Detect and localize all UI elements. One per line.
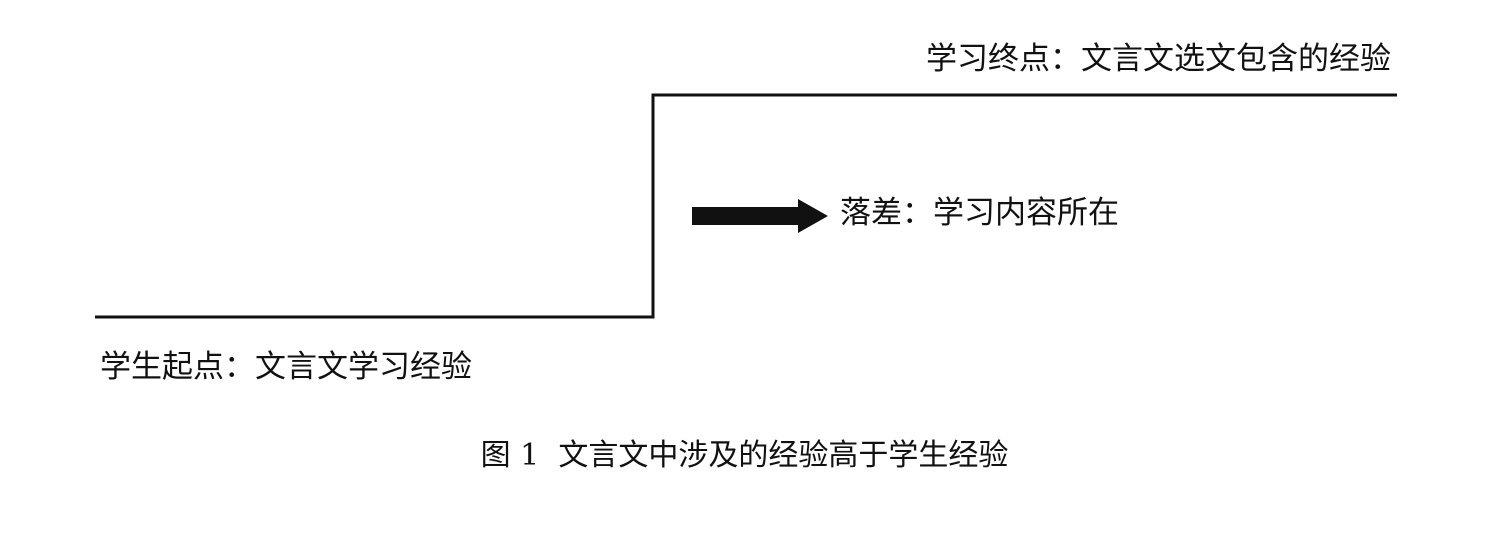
student-start-label: 学生起点：文言文学习经验: [100, 349, 472, 385]
right-arrow-icon: [692, 199, 828, 233]
figure-caption: 图 1 文言文中涉及的经验高于学生经验: [0, 441, 1489, 471]
learning-end-label: 学习终点：文言文选文包含的经验: [926, 41, 1391, 77]
gap-label: 落差：学习内容所在: [840, 195, 1119, 231]
figure-number: 图 1: [480, 438, 540, 473]
figure-caption-text: 文言文中涉及的经验高于学生经验: [558, 438, 1009, 473]
step-line: [95, 93, 1397, 319]
